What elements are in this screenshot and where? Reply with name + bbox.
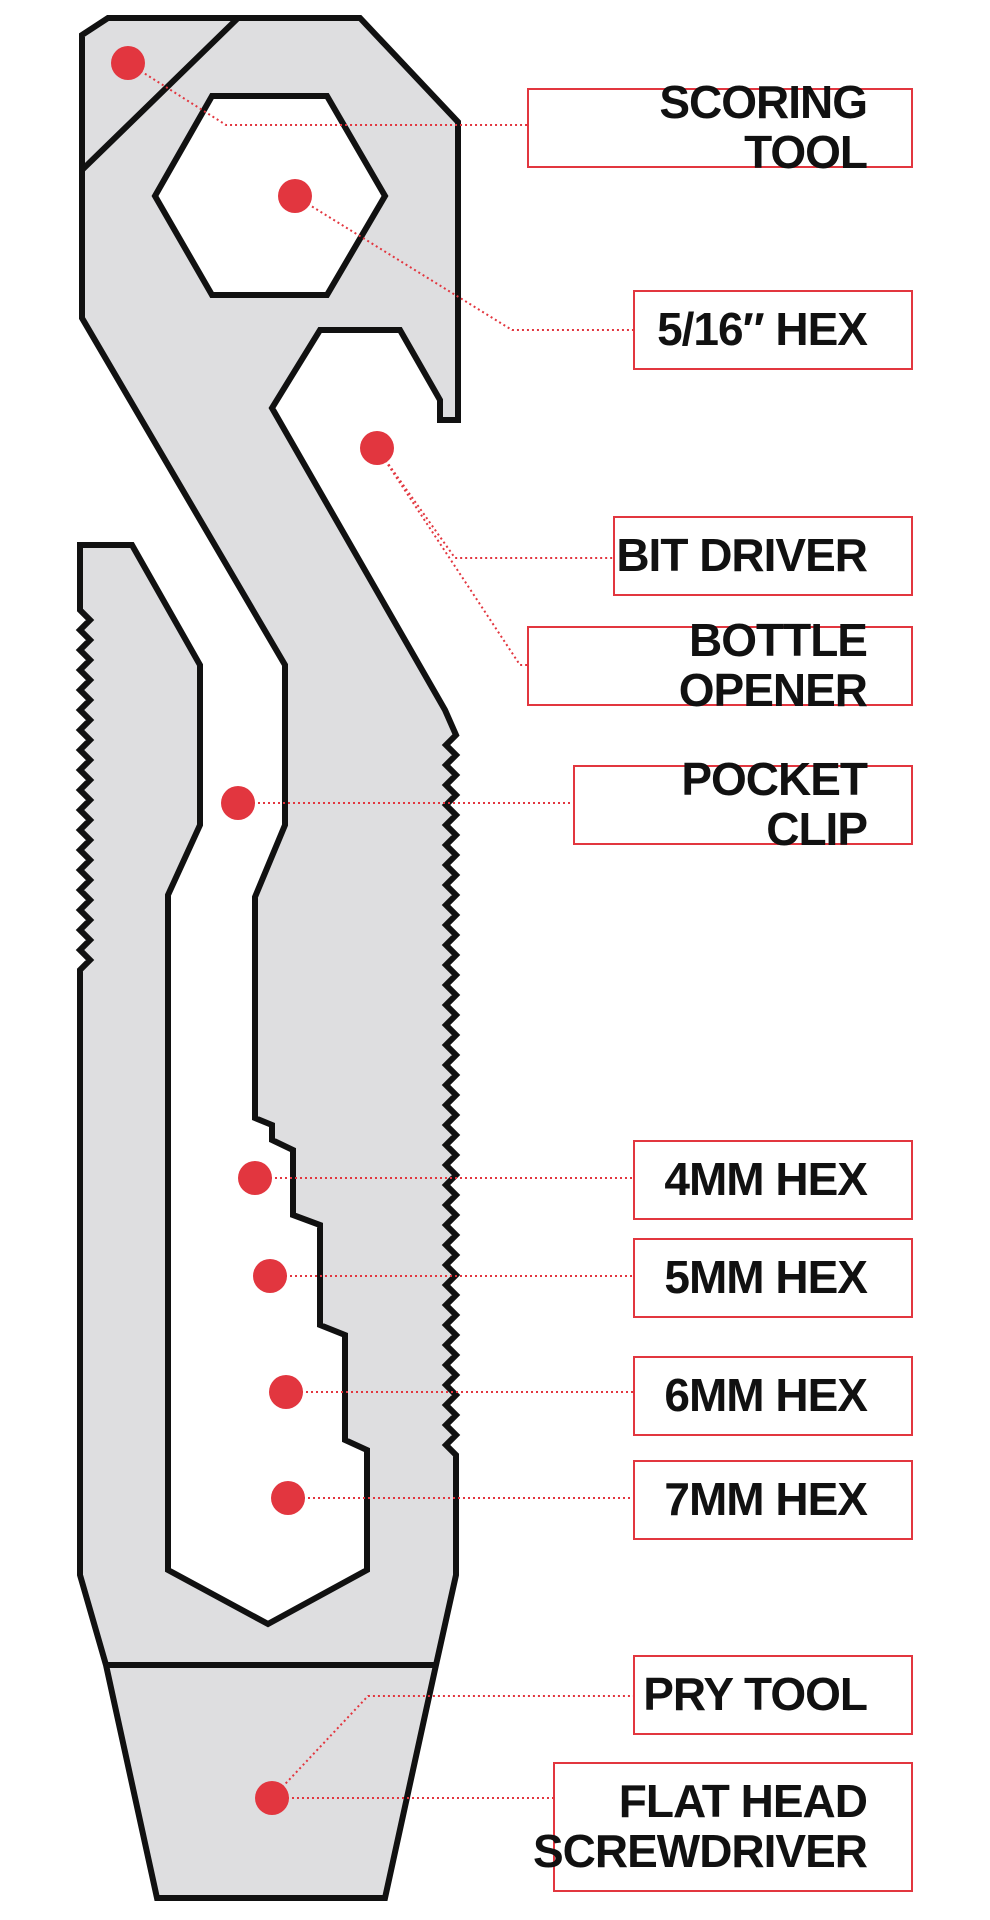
marker-pocket-clip: [221, 786, 255, 820]
marker-hex-5-16: [278, 179, 312, 213]
scoring-tool-edge: [79, 15, 241, 173]
leader-bit-driver: [376, 447, 613, 559]
leader-scoring-tool: [127, 62, 527, 126]
marker-scoring-tool: [111, 46, 145, 80]
marker-hex-5mm: [253, 1259, 287, 1293]
label-hex-7mm: 7MM HEX: [633, 1460, 913, 1540]
marker-hex-4mm: [238, 1161, 272, 1195]
hex-5-16-cutout: [151, 93, 389, 298]
leader-pry-tool: [271, 1695, 633, 1799]
marker-pry-tool: [255, 1781, 289, 1815]
leader-hex-5-16: [294, 195, 633, 331]
label-pocket-clip: POCKET CLIP: [573, 754, 913, 854]
marker-hex-6mm: [269, 1375, 303, 1409]
leader-bottle-opener: [376, 447, 527, 666]
label-bottle-opener: BOTTLE OPENER: [527, 615, 913, 715]
label-hex-4mm: 4MM HEX: [633, 1140, 913, 1220]
leader-lines: [127, 62, 633, 1799]
label-bit-driver: BIT DRIVER: [613, 516, 913, 596]
label-pry-tool: PRY TOOL: [633, 1655, 913, 1735]
label-hex-5-16: 5/16″ HEX: [633, 290, 913, 370]
marker-hex-7mm: [271, 1481, 305, 1515]
label-flat-head-screwdriver: FLAT HEAD SCREWDRIVER: [533, 1762, 913, 1892]
feature-markers: [111, 46, 394, 1815]
tool-body-outline: [75, 15, 461, 1901]
label-hex-5mm: 5MM HEX: [633, 1238, 913, 1318]
label-hex-6mm: 6MM HEX: [633, 1356, 913, 1436]
marker-bit-driver: [360, 431, 394, 465]
label-scoring-tool: SCORING TOOL: [527, 77, 913, 177]
